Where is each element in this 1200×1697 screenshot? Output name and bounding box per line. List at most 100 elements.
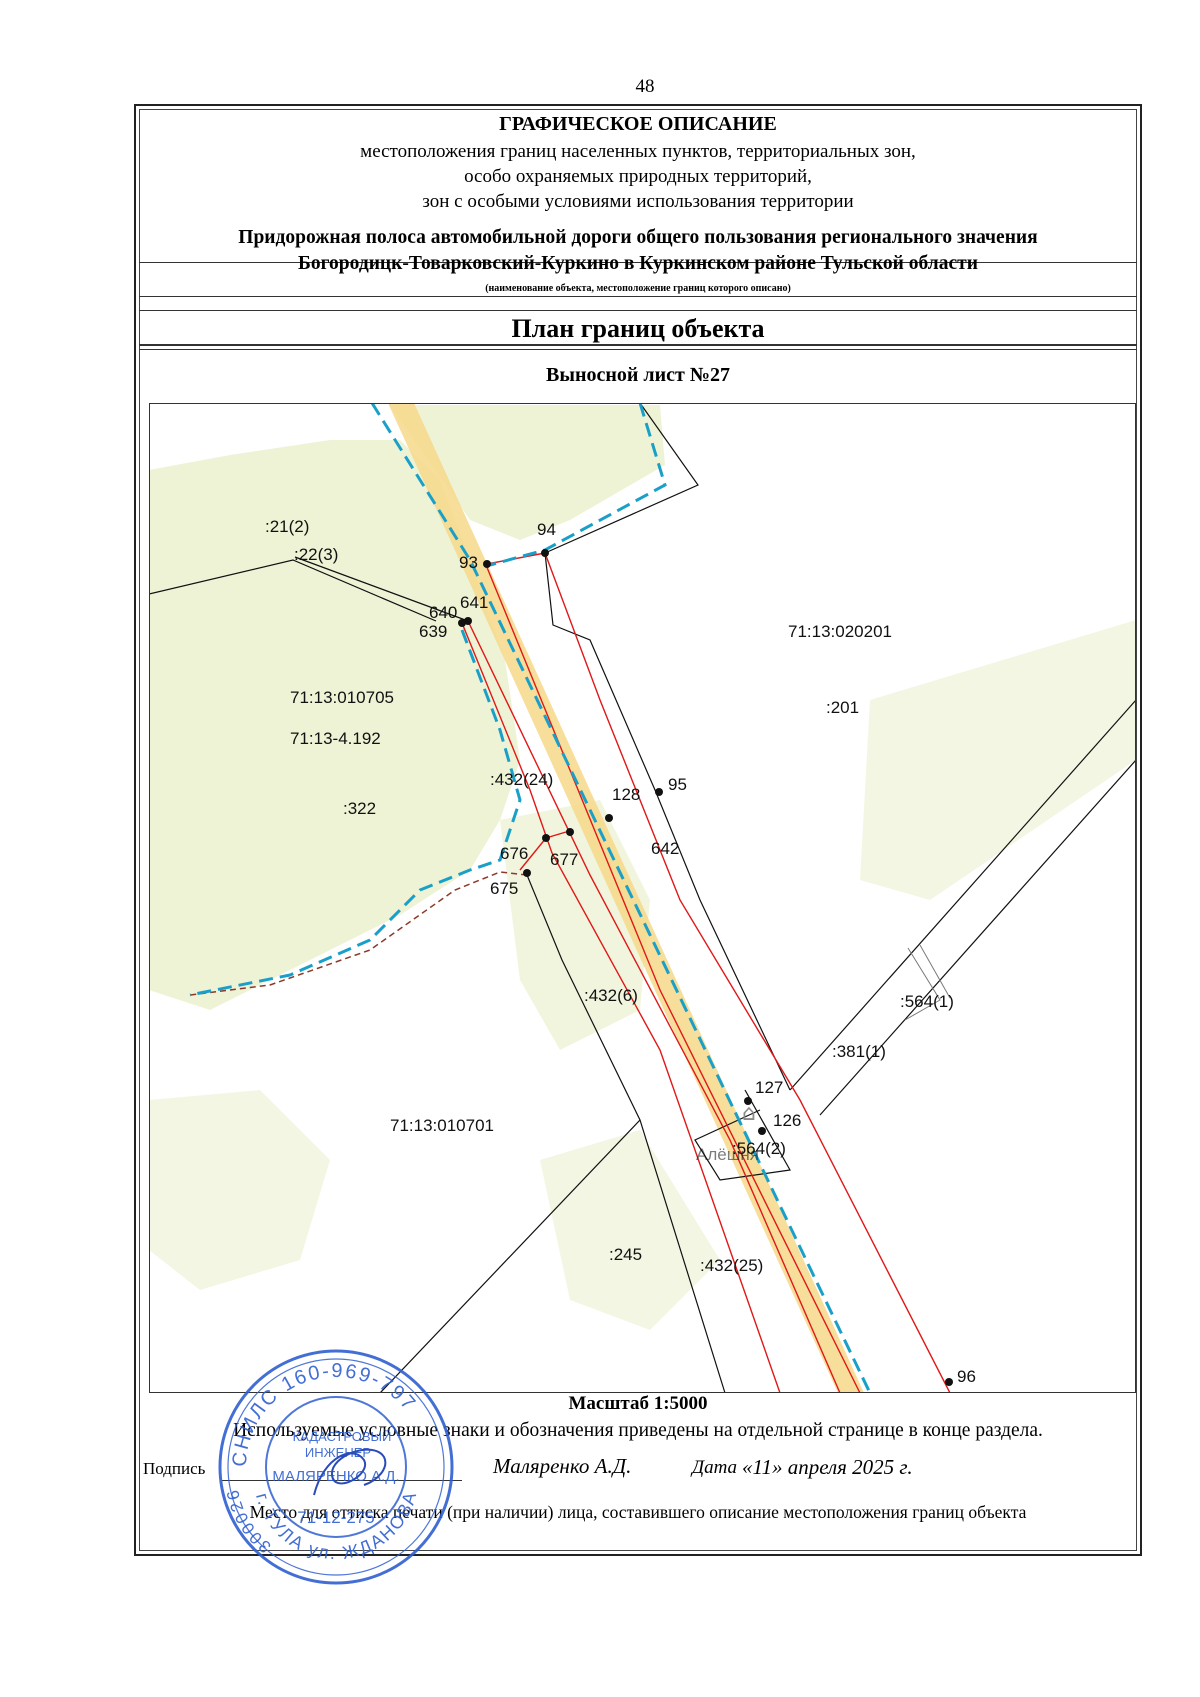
divider [139,310,1137,311]
point-label: 95 [668,775,687,794]
sheet-title: Выносной лист №27 [546,364,730,386]
parcel-boundary-line [819,759,1136,1116]
inner-frame [139,109,1137,1551]
boundary-point-676 [542,834,550,842]
subtitle-line: зон с особыми условиями использования те… [422,191,854,212]
parcel-label: :432(6) [584,986,638,1005]
parcel-label: :564(1) [900,992,954,1011]
parcel-label: :564(2) [732,1139,786,1158]
point-label: 96 [957,1367,976,1386]
parcel-boundary-line [904,947,941,1021]
parcel-boundary-line [379,1119,641,1393]
road-surface [388,403,864,1393]
parcel-boundary-line [526,874,726,1393]
settlement-icon: ⌂ [742,1101,756,1126]
object-name-line: Богородицк-Товарковский-Куркино в Куркин… [298,253,978,274]
point-label: 93 [459,553,478,572]
point-label: 641 [460,593,488,612]
point-label: 676 [500,844,528,863]
boundary-point-677 [566,828,574,836]
parcel-boundary-line [694,1089,791,1181]
point-label: 675 [490,879,518,898]
date-label: Дата [692,1457,738,1478]
parcel-boundary-line [919,944,951,999]
forest-area [860,620,1136,900]
boundary-point-93 [483,560,491,568]
point-label: 640 [429,603,457,622]
divider [139,296,1137,297]
parcel-boundary-line [294,556,469,622]
point-label: 677 [550,850,578,869]
seal-outer-ring [218,1349,454,1585]
signature-label: Подпись [143,1459,206,1478]
point-label: 128 [612,785,640,804]
seal-inner-text: 71-12-275 [297,1508,375,1527]
parcel-label: :21(2) [265,517,309,536]
parcel-label: :322 [343,799,376,818]
parcel-label: :432(24) [490,770,553,789]
boundary-red-line [461,622,781,1393]
point-label: 639 [419,622,447,641]
settlement-label: Алёшня [696,1145,759,1164]
forest-area [540,1130,720,1330]
official-seal: СНИЛС 160-969-797 г. ТУЛА ул. ЖДАНОВА д.… [214,1345,454,1585]
subtitle-line: особо охраняемых природных территорий, [464,166,812,187]
object-name-line: Придорожная полоса автомобильной дороги … [238,227,1038,248]
point-label: 126 [773,1111,801,1130]
boundary-map: :21(2) :22(3) 71:13:020201 :201 71:13:01… [149,403,1136,1393]
forest-area [390,405,665,540]
parcel-label: :432(25) [700,1256,763,1275]
boundary-red-line [544,552,951,1393]
seal-inner-text: КАДАСТРОВЫЙ [293,1429,392,1444]
boundary-point-126 [758,1127,766,1135]
forest-area [149,1090,330,1290]
parcel-label: :22(3) [294,545,338,564]
quarter-label: 71:13:010701 [390,1116,494,1135]
zone-boundary-blue [370,403,872,1393]
parcel-label: 642 [651,839,679,858]
seal-middle-ring [227,1358,445,1576]
boundary-point-94 [541,549,549,557]
point-label: 94 [537,520,556,539]
boundary-point-639 [458,619,466,627]
parcel-boundary-line [544,552,791,1091]
seal-inner-text: ИНЖЕНЕР [305,1445,371,1460]
boundary-brown-dashed [189,871,528,996]
subtitle-line: местоположения границ населенных пунктов… [360,141,916,162]
quarter-label: 71:13:020201 [788,622,892,641]
handwritten-signature [313,1448,387,1496]
zone-boundary-blue [489,403,667,567]
boundary-point-96 [945,1378,953,1386]
zone-label: 71:13-4.192 [290,729,381,748]
plan-title: План границ объекта [511,314,765,343]
boundary-point-95 [655,788,663,796]
object-caption: (наименование объекта, местоположение гр… [485,283,791,294]
document-title: ГРАФИЧЕСКОЕ ОПИСАНИЕ [499,113,777,135]
forest-area [149,440,520,1010]
parcel-label: :381(1) [832,1042,886,1061]
boundary-red-line [467,620,841,1393]
map-scale: Масштаб 1:5000 [568,1393,708,1414]
boundary-point-675 [523,869,531,877]
signer-name: Маляренко А.Д. [493,1454,632,1478]
map-frame [149,403,1136,1393]
parcel-boundary-line [149,559,437,622]
page-number: 48 [635,76,655,97]
divider [139,349,1137,350]
zone-boundary-blue [189,629,522,997]
point-label: 127 [755,1078,783,1097]
date-value: «11» апреля 2025 г. [742,1455,913,1479]
signature-line [222,1480,462,1481]
parcel-boundary-line [789,699,1136,1091]
divider [139,262,1137,263]
seal-inner-ring [265,1396,407,1538]
seal-inner-text: МАЛЯРЕНКО А.Д. [272,1468,399,1485]
boundary-point-127 [744,1097,752,1105]
boundary-point-128 [605,814,613,822]
parcel-label: :245 [609,1245,642,1264]
outer-frame [134,104,1142,1556]
boundary-red-line [485,564,861,1393]
divider [139,344,1137,346]
quarter-label: 71:13:010705 [290,688,394,707]
parcel-label: :201 [826,698,859,717]
